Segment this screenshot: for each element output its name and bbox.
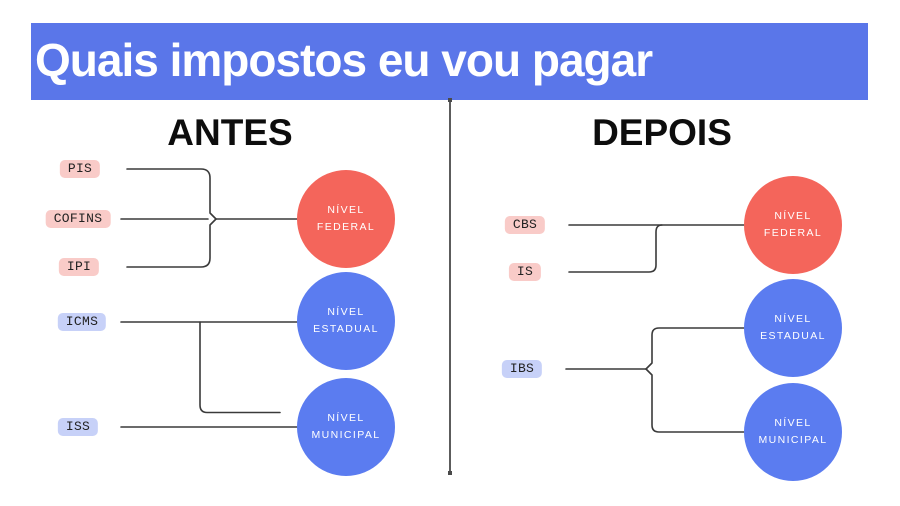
chip-cofins: COFINS [45,210,111,228]
connector-pis-federal [126,168,217,220]
circle-label: NÍVEL [327,306,365,319]
circle-label: ESTADUAL [760,330,826,342]
connector-is-federal [568,224,663,273]
column-heading-antes: ANTES [167,112,293,153]
chip-cbs: CBS [504,216,546,234]
connector-ibs-estadual [645,327,745,370]
circle-municipal-depois: NÍVEL MUNICIPAL [744,383,842,481]
page-title: Quais impostos eu vou pagar [35,33,653,86]
circle-label: NÍVEL [774,417,812,430]
chip-is: IS [508,263,542,281]
circle-estadual-antes: NÍVEL ESTADUAL [297,272,395,370]
connector-ibs-municipal [645,368,745,433]
chip-ipi: IPI [58,258,100,276]
circle-label: NÍVEL [327,412,365,425]
circle-federal-depois: NÍVEL FEDERAL [744,176,842,274]
chip-pis: PIS [59,160,101,178]
connector-icms-branch [199,321,281,414]
title-banner: Quais impostos eu vou pagar [31,23,868,100]
circle-federal-antes: NÍVEL FEDERAL [297,170,395,268]
circle-label: MUNICIPAL [758,434,828,446]
circle-label: FEDERAL [316,221,376,233]
chip-icms: ICMS [57,313,107,331]
chip-iss: ISS [57,418,99,436]
circle-estadual-depois: NÍVEL ESTADUAL [744,279,842,377]
divider-bottom-cap [448,471,452,475]
circle-label: MUNICIPAL [311,429,381,441]
circle-municipal-antes: NÍVEL MUNICIPAL [297,378,395,476]
circle-label: NÍVEL [774,210,812,223]
column-heading-depois: DEPOIS [592,112,732,153]
chip-ibs: IBS [501,360,543,378]
connector-ipi-federal [126,218,217,268]
circle-label: FEDERAL [763,227,823,239]
circle-label: ESTADUAL [313,323,379,335]
divider-top-cap [448,98,452,102]
circle-label: NÍVEL [327,204,365,217]
circle-label: NÍVEL [774,313,812,326]
